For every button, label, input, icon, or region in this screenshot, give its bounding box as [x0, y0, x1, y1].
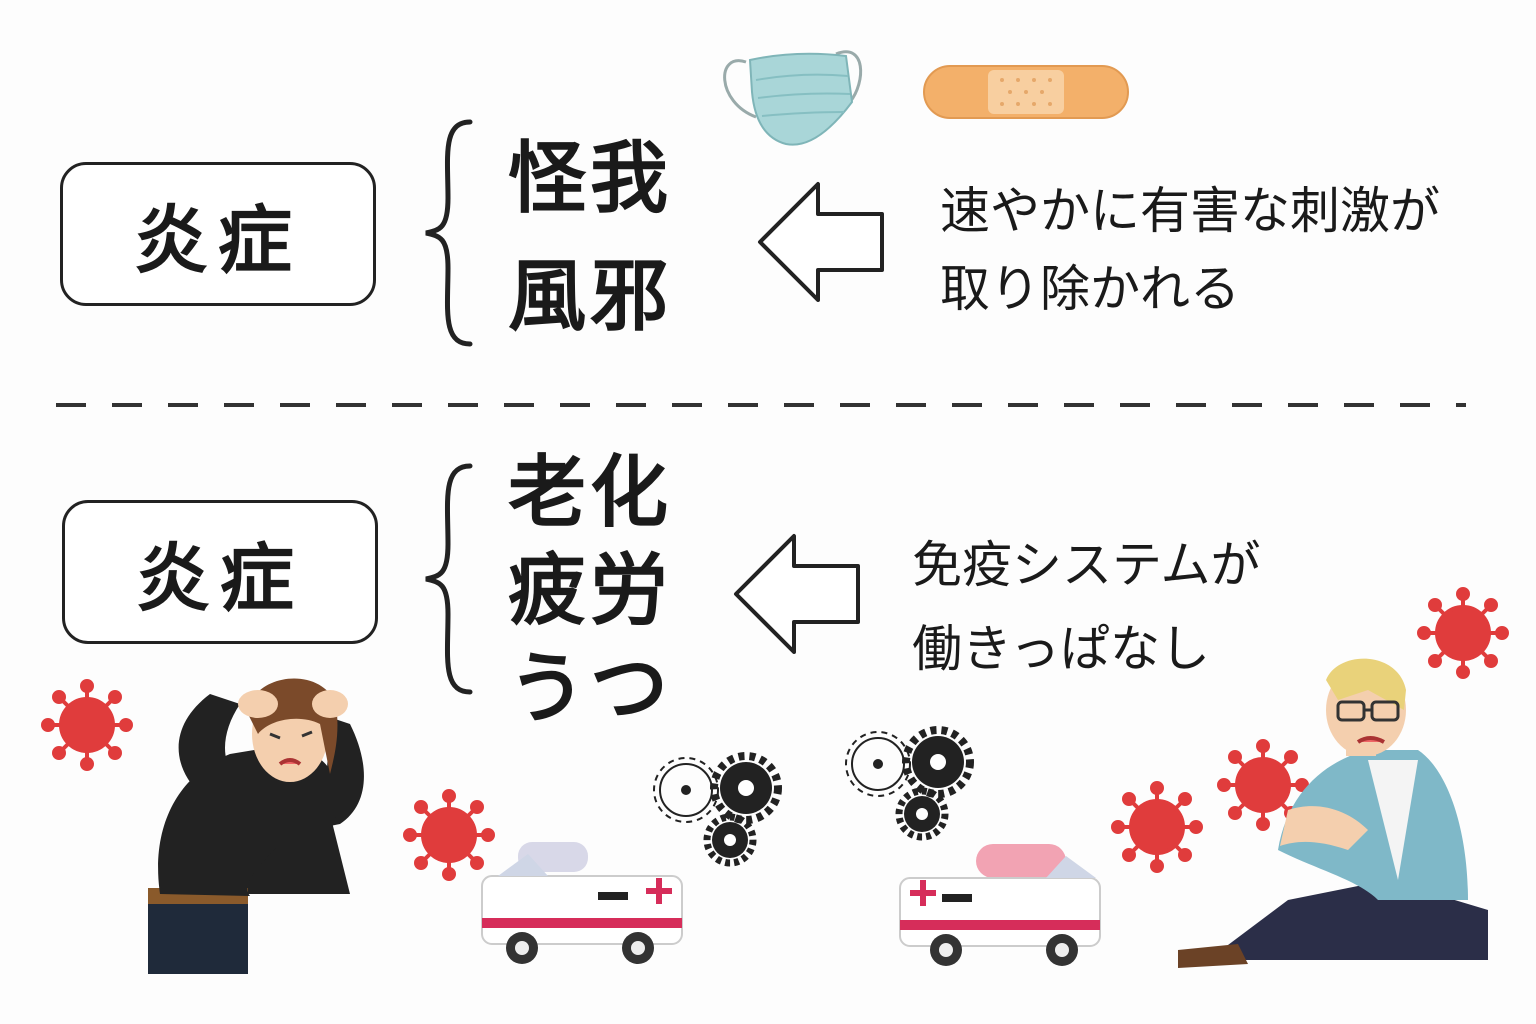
- face-mask-icon: [723, 50, 863, 146]
- exhausted-man-illustration: [1178, 658, 1488, 968]
- curly-brace-bottom: [425, 463, 473, 695]
- item-depression: うつ: [508, 644, 673, 734]
- inflammation-label-top-text: 炎症: [134, 197, 302, 284]
- virus-icon: [403, 789, 495, 881]
- curly-brace-top: [425, 119, 473, 347]
- virus-icon: [1111, 781, 1203, 873]
- ambulance-icon: [899, 844, 1101, 966]
- item-fatigue: 疲労: [508, 546, 673, 636]
- dashed-divider: [56, 403, 1466, 407]
- cause-bottom-line1: 免疫システムが: [912, 536, 1261, 594]
- gears-icon: [845, 726, 974, 841]
- cause-top-line2: 取り除かれる: [940, 260, 1240, 318]
- virus-icon: [1217, 739, 1309, 831]
- left-arrow-top: [758, 182, 884, 302]
- inflammation-label-bottom: 炎症: [62, 500, 378, 644]
- left-arrow-bottom: [734, 534, 860, 654]
- stressed-woman-illustration: [148, 678, 364, 974]
- virus-icon: [1417, 587, 1509, 679]
- virus-icon: [41, 679, 133, 771]
- gears-icon: [653, 752, 782, 867]
- ambulance-icon: [481, 842, 683, 964]
- item-injury: 怪我: [508, 134, 673, 224]
- cause-top-line1: 速やかに有害な刺激が: [940, 182, 1440, 240]
- item-aging: 老化: [508, 448, 673, 538]
- inflammation-label-top: 炎症: [60, 162, 376, 306]
- inflammation-label-bottom-text: 炎症: [136, 535, 304, 622]
- item-cold: 風邪: [508, 252, 673, 342]
- bandage-icon: [923, 65, 1129, 119]
- cause-bottom-line2: 働きっぱなし: [912, 620, 1210, 678]
